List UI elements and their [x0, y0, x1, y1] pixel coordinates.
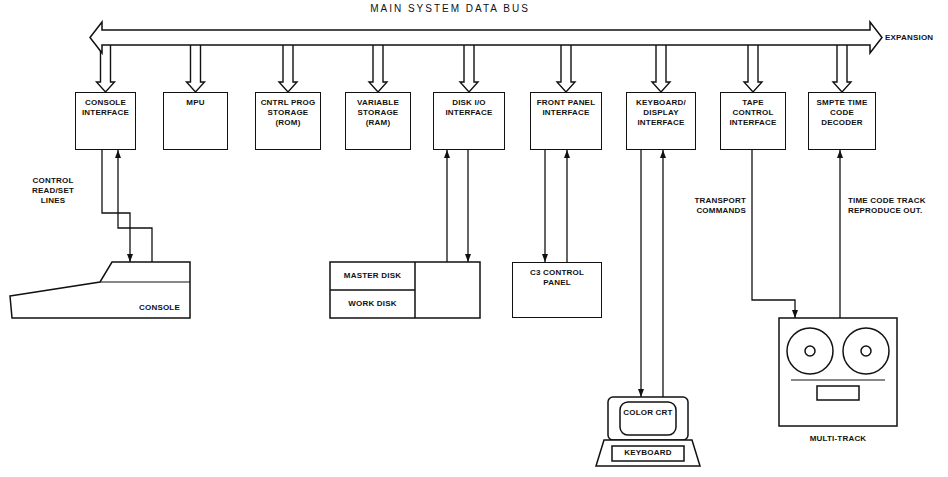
- signal-line: [467, 150, 468, 262]
- keyboard: KEYBOARD: [596, 440, 700, 466]
- node-text: CONSOLE: [139, 303, 180, 313]
- node-text: MPU: [186, 98, 204, 108]
- node-text: MASTER DISK: [330, 271, 415, 281]
- tape-machine-outline: [779, 318, 897, 426]
- disk-drive: MASTER DISK: [330, 262, 480, 290]
- bus-drop-arrow: [833, 44, 851, 92]
- disk-divider: [330, 289, 415, 291]
- node-text: C3 CONTROL PANEL: [516, 268, 598, 288]
- memory-box: CNTRL PROG STORAGE (ROM): [255, 92, 321, 150]
- signal-line: [662, 150, 663, 397]
- node-text: KEYBOARD/ DISPLAY INTERFACE: [630, 98, 692, 128]
- node-text: WORK DISK: [330, 299, 415, 309]
- signal-line: [752, 150, 795, 318]
- interface-box: KEYBOARD/ DISPLAY INTERFACE: [626, 92, 696, 150]
- node-text: CNTRL PROG STORAGE (ROM): [259, 98, 317, 128]
- bus-drop-arrow: [187, 44, 205, 92]
- signal-label: CONTROL READ/SET LINES: [22, 176, 84, 206]
- processor-box: MPU: [163, 92, 228, 150]
- control-panel: C3 CONTROL PANEL: [512, 262, 602, 318]
- node-text: DISK I/O INTERFACE: [437, 98, 501, 118]
- interface-box: DISK I/O INTERFACE: [433, 92, 505, 150]
- node-text: SMPTE TIME CODE DECODER: [812, 98, 872, 128]
- disk-drive: WORK DISK: [330, 290, 415, 318]
- signal-line: [566, 150, 567, 262]
- node-text: KEYBOARD: [612, 448, 684, 458]
- node-text: COLOR CRT: [622, 408, 674, 418]
- signal-line: [102, 150, 130, 262]
- node-text: CONSOLE INTERFACE: [79, 98, 132, 118]
- bus-drop-arrow: [97, 44, 115, 92]
- bus-drop-arrow: [652, 44, 670, 92]
- bus-drop-arrow: [744, 44, 762, 92]
- decoder-box: SMPTE TIME CODE DECODER: [808, 92, 876, 150]
- bus-drop-arrow: [460, 44, 478, 92]
- bus-expansion-label: EXPANSION: [885, 33, 943, 43]
- node-text: FRONT PANEL INTERFACE: [534, 98, 598, 118]
- signal-line: [118, 150, 152, 262]
- disk-unit-housing: [330, 262, 480, 318]
- interface-box: FRONT PANEL INTERFACE: [530, 92, 602, 150]
- bus-drop-arrow: [557, 44, 575, 92]
- data-bus: MAIN SYSTEM DATA BUS: [90, 30, 882, 45]
- node-text: VARIABLE STORAGE (RAM): [349, 98, 407, 128]
- disk-drive-bay: [414, 262, 416, 318]
- signal-line: [446, 150, 447, 262]
- console-desk: CONSOLE: [10, 262, 190, 320]
- interface-box: TAPE CONTROL INTERFACE: [720, 92, 786, 150]
- node-text: MAIN SYSTEM DATA BUS: [280, 4, 620, 14]
- bus-drop-arrow: [279, 44, 297, 92]
- node-text: TAPE CONTROL INTERFACE: [724, 98, 782, 128]
- signal-label: TIME CODE TRACK REPRODUCE OUT.: [848, 196, 930, 216]
- data-bus-outline: [90, 30, 882, 45]
- bus-drop-arrow: [369, 44, 387, 92]
- signal-line: [544, 150, 545, 262]
- crt-monitor-outline: [608, 397, 688, 440]
- signal-line: [640, 150, 641, 397]
- node-text: MULTI-TRACK: [779, 434, 897, 444]
- tape-machine: MULTI-TRACK: [779, 318, 897, 426]
- memory-box: VARIABLE STORAGE (RAM): [345, 92, 411, 150]
- crt-monitor: COLOR CRT: [608, 397, 688, 440]
- signal-label: TRANSPORT COMMANDS: [680, 196, 746, 216]
- signal-line: [839, 150, 840, 318]
- interface-box: CONSOLE INTERFACE: [75, 92, 136, 150]
